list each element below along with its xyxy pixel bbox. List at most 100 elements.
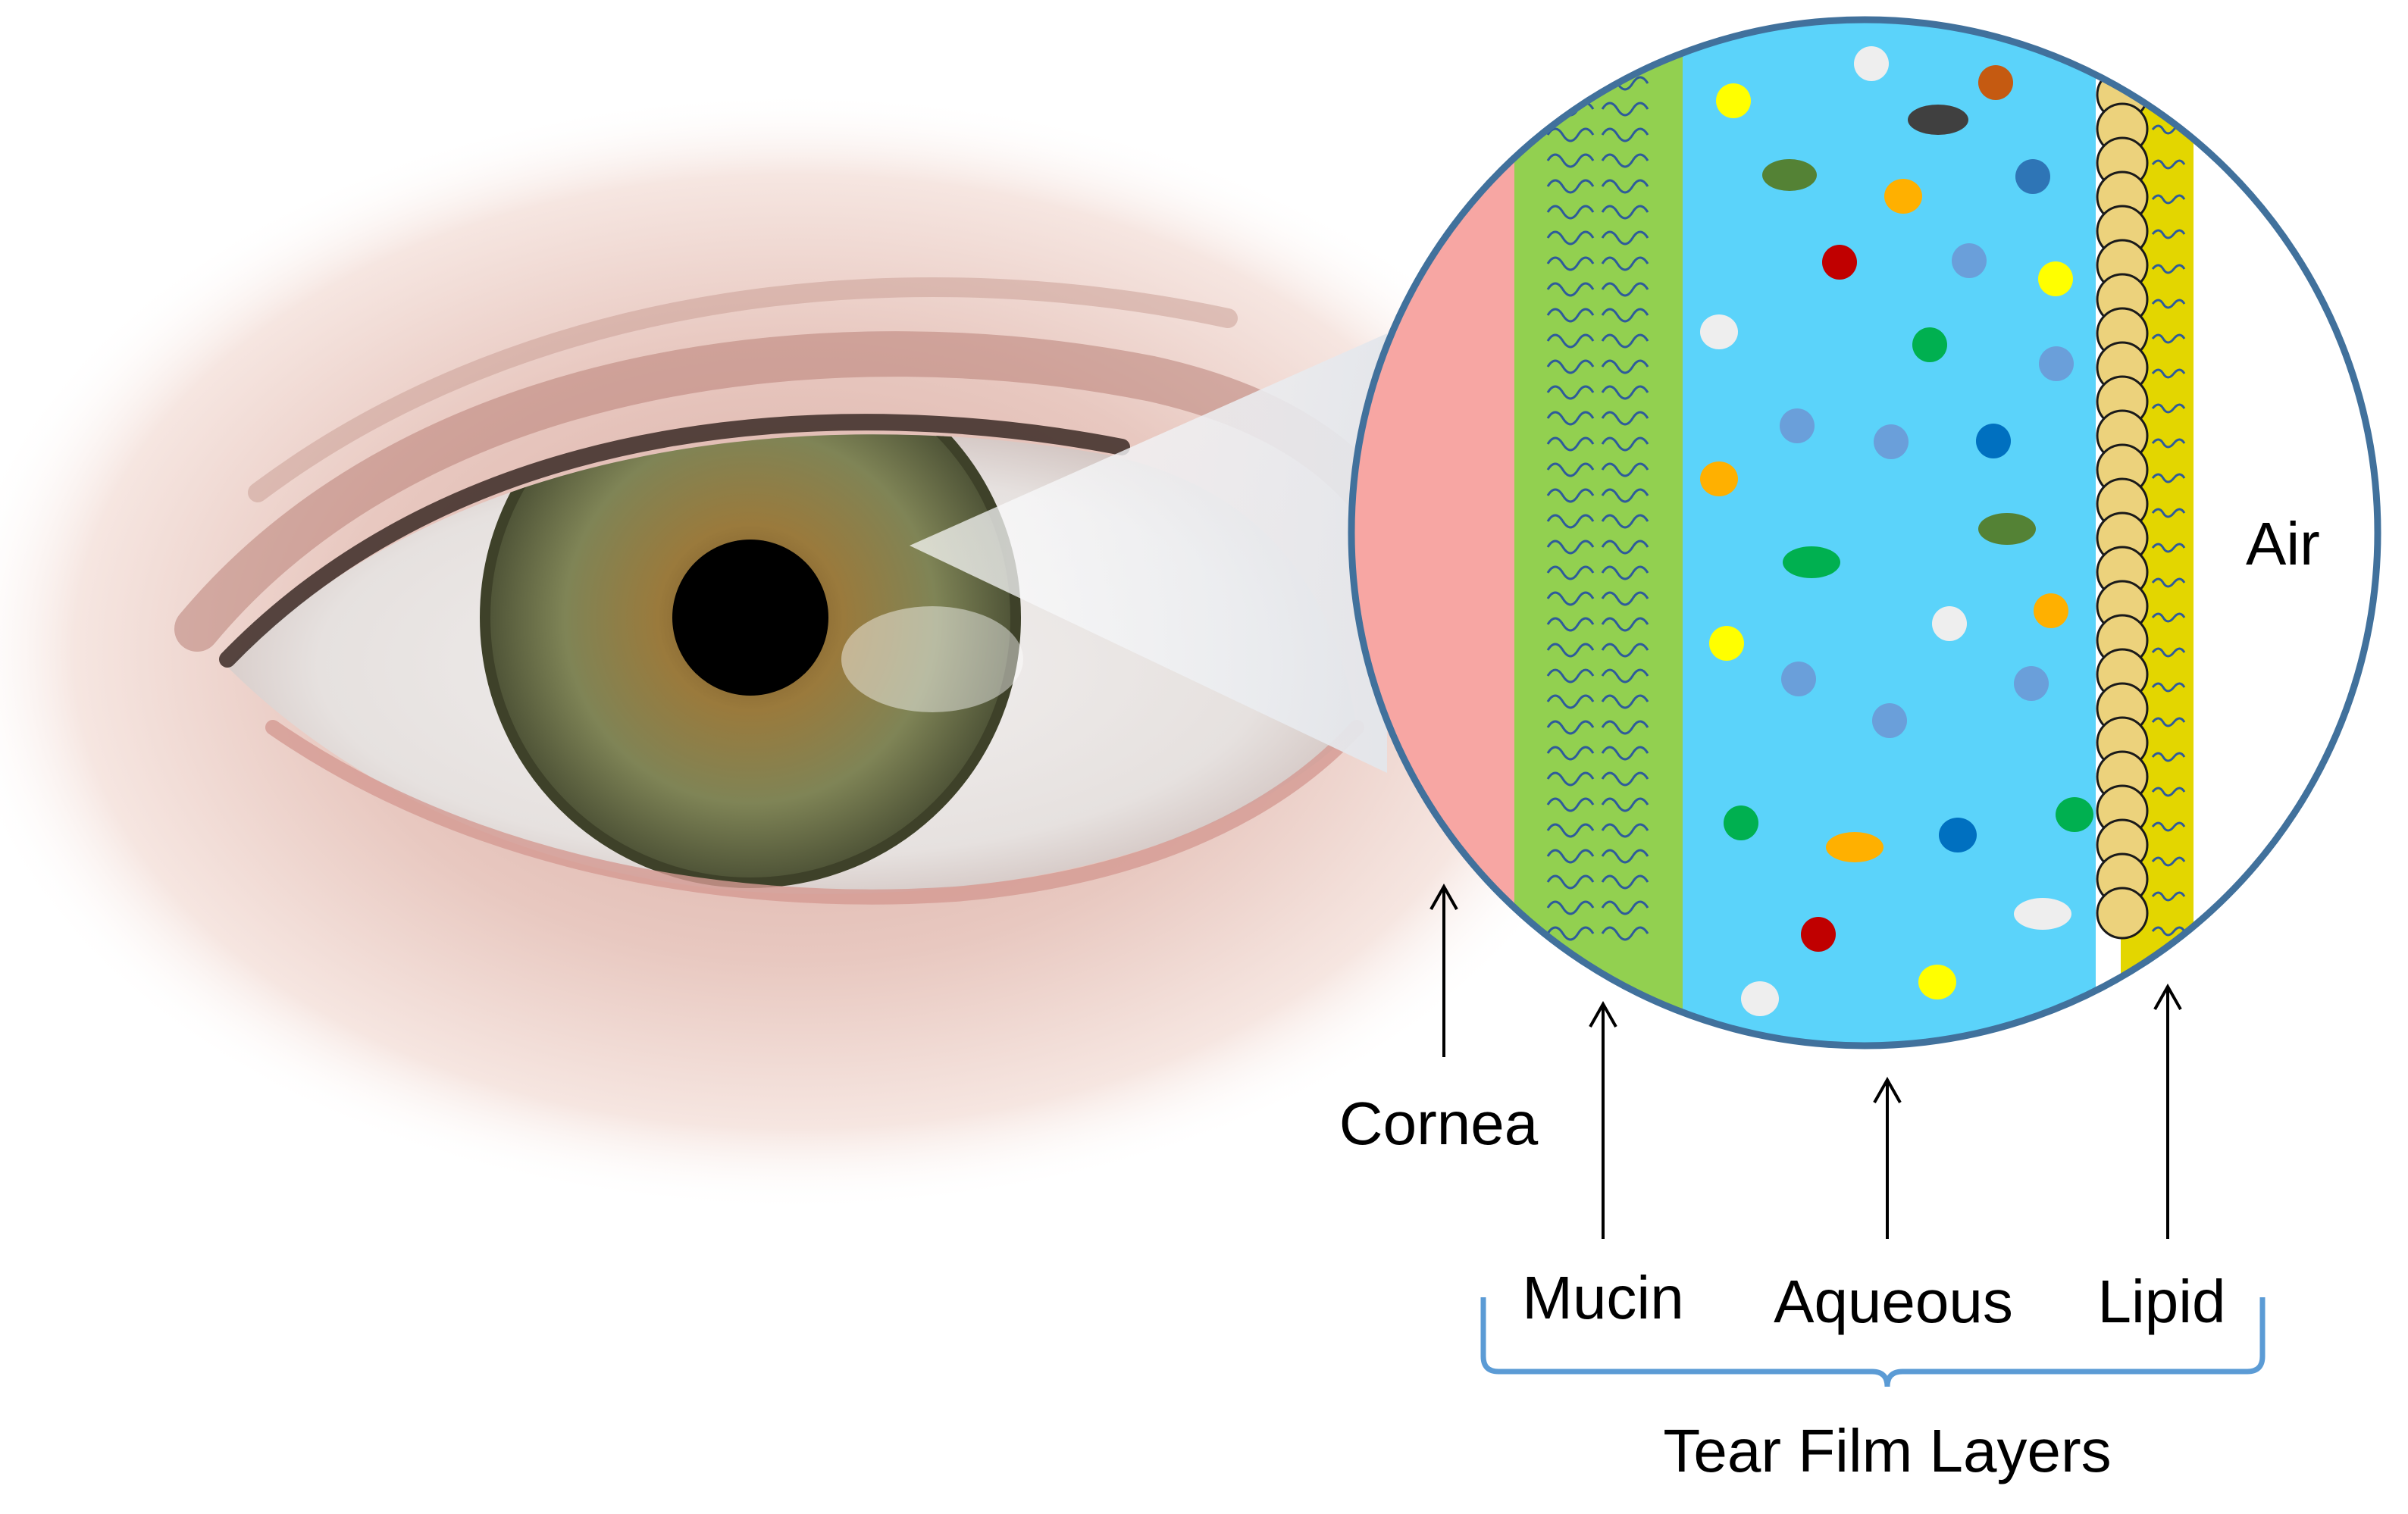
mucin-strand — [1601, 720, 1649, 735]
microvillus — [1514, 683, 1537, 692]
mucin-strand — [1546, 771, 1595, 787]
microvillus — [1514, 247, 1537, 255]
microvillus — [1514, 283, 1537, 292]
lipid-tail — [2151, 264, 2186, 274]
lipid-tail — [2151, 856, 2186, 867]
mucin-strand — [1601, 746, 1649, 761]
mucin-strand — [1546, 746, 1595, 761]
aqueous-particle — [1978, 65, 2013, 100]
mucin-strand — [1546, 720, 1595, 735]
aqueous-particle — [1884, 179, 1922, 214]
microvillus — [1514, 720, 1537, 728]
mucin-strand — [1546, 643, 1595, 658]
microvillus — [1514, 429, 1537, 437]
mucin-strand — [1546, 540, 1595, 555]
aqueous-pointer — [1873, 1076, 1902, 1239]
aqueous-particle — [1700, 314, 1738, 349]
mucin-strand — [1546, 230, 1595, 246]
mucin-strand — [1601, 488, 1649, 503]
lipid-tail — [2151, 159, 2186, 170]
aqueous-particle — [1822, 245, 1857, 280]
mucin-strand — [1546, 436, 1595, 452]
aqueous-particle — [1801, 917, 1836, 952]
lipid-tail — [2151, 194, 2186, 205]
lipid-tail — [2151, 821, 2186, 832]
mucin-strand — [1601, 282, 1649, 297]
aqueous-particle — [2056, 797, 2093, 832]
upper-lashes — [219, 414, 1130, 668]
aqueous-particle — [2014, 898, 2071, 930]
mucin-strand — [1546, 823, 1595, 838]
mucin-strand — [1546, 849, 1595, 864]
lipid-tail — [2151, 508, 2186, 518]
mucin-strand — [1601, 540, 1649, 555]
mucin-strand — [1601, 230, 1649, 246]
aqueous-particle — [1976, 424, 2011, 458]
aqueous-particle — [1932, 606, 1967, 641]
microvillus — [1514, 192, 1537, 201]
mucin-strand — [1546, 926, 1595, 941]
aqueous-particle — [1724, 805, 1758, 840]
eyebrow-crease — [248, 277, 1238, 502]
mucin-strand — [1601, 694, 1649, 709]
lipid-tail — [2151, 403, 2186, 414]
lipid-tails — [2151, 89, 2186, 937]
microvillus — [1514, 738, 1537, 746]
magnification-cone — [910, 333, 1387, 773]
lipid-tail — [2151, 333, 2186, 344]
microvillus — [1514, 174, 1537, 183]
microvillus — [1514, 538, 1537, 546]
lipid-label: Lipid — [2097, 1268, 2225, 1335]
aqueous-particle — [1780, 408, 1815, 443]
microvillus — [1514, 556, 1537, 565]
mucin-strand — [1546, 76, 1595, 91]
mucin-strand — [1601, 514, 1649, 529]
mucin-strand — [1546, 694, 1595, 709]
aqueous-particle — [1826, 832, 1884, 862]
mucin-strand — [1546, 411, 1595, 426]
lipid-pointer — [2153, 983, 2182, 1239]
cornea-pointer — [1429, 883, 1458, 1057]
tear-film-bracket — [1480, 1297, 2266, 1387]
lipid-tail — [2151, 229, 2186, 239]
microvillus — [1514, 811, 1537, 819]
mucin-strand — [1546, 282, 1595, 297]
mucin-strand — [1546, 668, 1595, 683]
mucin-label: Mucin — [1522, 1264, 1683, 1331]
mucin-strand — [1601, 411, 1649, 426]
mucin-strand — [1601, 179, 1649, 194]
microvillus — [1514, 483, 1537, 492]
lipid-tail — [2151, 891, 2186, 902]
mucin-strand — [1601, 462, 1649, 477]
aqueous-particle — [1854, 46, 1889, 81]
lipid-tail — [2151, 752, 2186, 762]
microvillus — [1514, 393, 1537, 401]
mucin-strand — [1546, 153, 1595, 168]
mucin-strand — [1546, 127, 1595, 142]
aqueous-particle — [1918, 965, 1956, 999]
microvillus — [1514, 502, 1537, 510]
cornea-highlight — [841, 606, 1023, 712]
microvillus — [1514, 902, 1537, 910]
microvillus — [1514, 447, 1537, 455]
mucin-strand — [1546, 256, 1595, 271]
mucin-layer — [1514, 20, 1683, 1046]
mucin-strand — [1601, 797, 1649, 812]
lipid-tail — [2151, 647, 2186, 658]
mucin-strand — [1546, 874, 1595, 890]
microvillus — [1514, 629, 1537, 637]
lipid-tail — [2151, 926, 2186, 937]
mucin-strand — [1601, 771, 1649, 787]
lipid-tail — [2151, 717, 2186, 727]
lipid-heads — [2096, 68, 2149, 940]
microvillus — [1514, 756, 1537, 765]
cornea-microvilli — [1514, 174, 1537, 910]
lipid-head — [2096, 887, 2149, 940]
microvillus — [1514, 665, 1537, 674]
microvillus — [1514, 320, 1537, 328]
mucin-strand — [1546, 617, 1595, 632]
microvillus — [1514, 793, 1537, 801]
microvillus — [1514, 847, 1537, 856]
lipid-tail — [2151, 299, 2186, 309]
